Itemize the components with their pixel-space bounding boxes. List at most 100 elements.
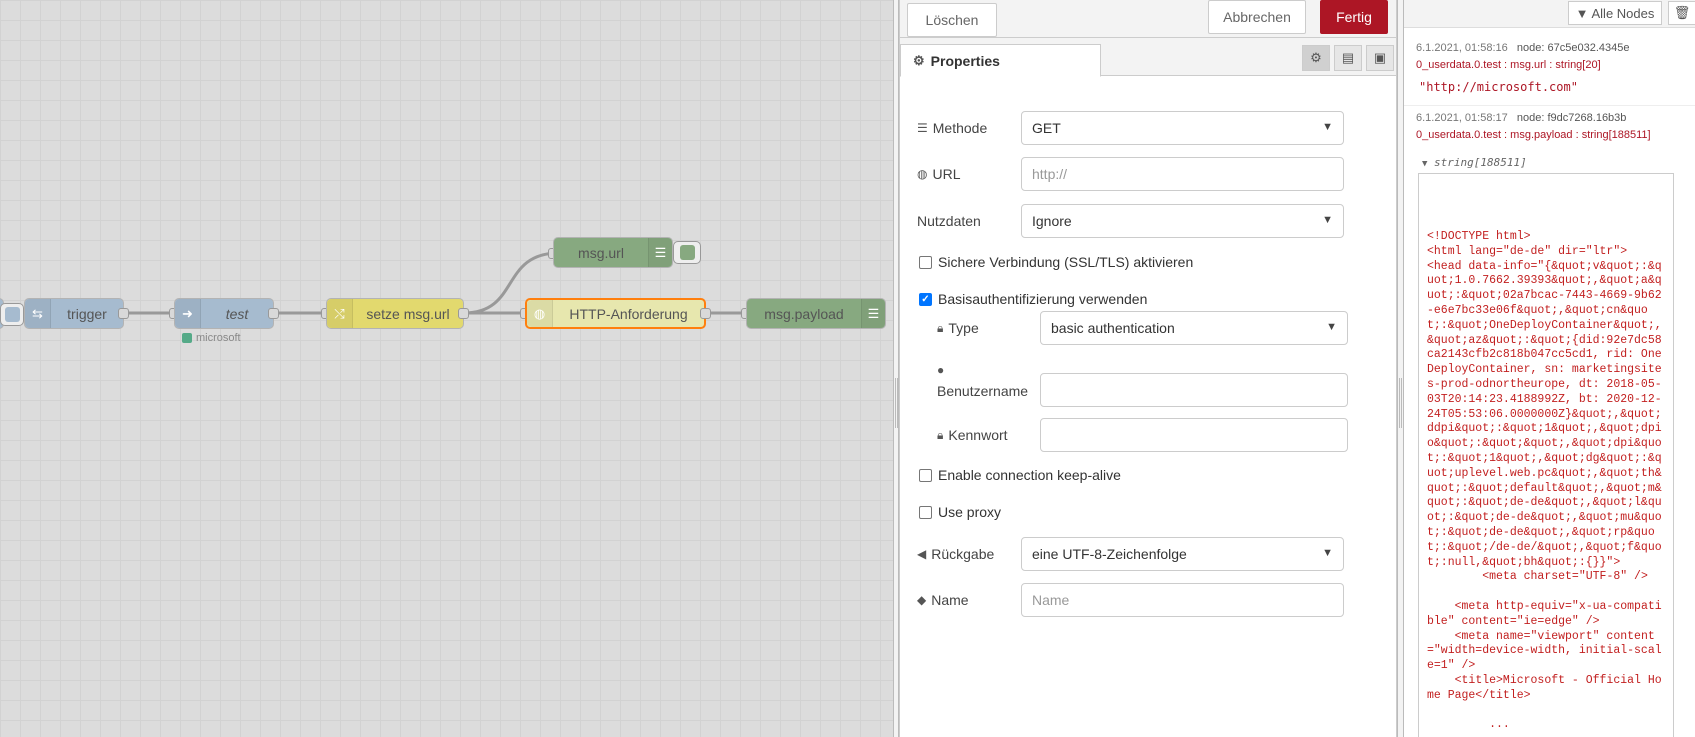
gear-icon: ⚙ (913, 52, 925, 68)
node-setze[interactable]: ⤭ setze msg.url (326, 298, 464, 329)
debug-sidebar: ▼ Alle Nodes 🗑︎ 6.1.2021, 01:58:16 node:… (1404, 0, 1695, 737)
node-payload-label: msg.payload (764, 305, 844, 322)
method-select[interactable]: GET ▼ (1021, 111, 1344, 145)
done-button[interactable]: Fertig (1320, 0, 1388, 34)
shuffle-icon: ⤭ (327, 299, 353, 328)
node-msgurl[interactable]: msg.url ☰ (553, 237, 673, 268)
user-icon: ● (937, 363, 945, 377)
status-dot-icon (182, 333, 192, 343)
keepalive-checkbox-row[interactable]: Enable connection keep-alive (919, 467, 1121, 483)
node-http-label: HTTP-Anforderung (569, 305, 688, 322)
debug-toolbar: ▼ Alle Nodes 🗑︎ (1404, 0, 1695, 28)
url-input[interactable]: http:// (1021, 157, 1344, 191)
payload-label: Nutzdaten (917, 213, 981, 229)
tasks-icon: ☰ (917, 121, 928, 135)
debug-message-meta: 6.1.2021, 01:58:17 node: f9dc7268.16b3b (1416, 112, 1627, 124)
frame-icon: ▣ (1373, 50, 1387, 65)
node-trigger-label: trigger (67, 305, 107, 322)
node-payload[interactable]: msg.payload ☰ (746, 298, 886, 329)
splitter-grip[interactable] (1399, 378, 1402, 428)
proxy-checkbox[interactable] (919, 505, 932, 519)
tag-icon: ◆ (917, 593, 927, 607)
filter-icon: ▼ (1575, 5, 1589, 21)
tab-appearance-icon[interactable]: ▣ (1366, 45, 1394, 71)
gear-icon: ⚙ (1310, 50, 1322, 65)
node-msgurl-toggle[interactable] (673, 241, 701, 264)
pass-label: 🔒︎ Kennwort (937, 427, 1008, 443)
node-http[interactable]: ◍ HTTP-Anforderung (525, 298, 706, 329)
method-row: ☰ Methode GET ▼ (917, 111, 1344, 145)
user-secret-icon: 🔒︎ (937, 320, 944, 335)
node-trigger-output[interactable] (118, 308, 129, 319)
node-setze-output[interactable] (458, 308, 469, 319)
tab-properties-label: Properties (930, 52, 1000, 69)
tab-properties[interactable]: ⚙ Properties (900, 44, 1101, 77)
tray-sidebar-splitter[interactable] (1397, 0, 1404, 737)
node-test[interactable]: ➜ test (174, 298, 274, 329)
debug-message-value: "http://microsoft.com" (1419, 80, 1578, 94)
debug-message-1[interactable]: 6.1.2021, 01:58:16 node: 67c5e032.4345e … (1416, 42, 1695, 94)
clear-debug-button[interactable]: 🗑︎ (1668, 1, 1695, 25)
flow-wires (123, 251, 750, 315)
type-label: 🔒︎ Type (937, 320, 979, 336)
debug-message-2[interactable]: 6.1.2021, 01:58:17 node: f9dc7268.16b3b … (1416, 112, 1695, 141)
ssl-checkbox[interactable] (919, 255, 932, 269)
auth-checkbox[interactable]: ✓ (919, 292, 932, 306)
node-trigger[interactable]: ⇆ trigger (24, 298, 124, 329)
delete-button[interactable]: Löschen (907, 3, 997, 37)
arrow-right-icon: ➜ (175, 299, 201, 328)
splitter-grip[interactable] (895, 378, 898, 428)
keepalive-checkbox[interactable] (919, 468, 932, 482)
canvas-tray-splitter[interactable] (893, 0, 899, 737)
return-select[interactable]: eine UTF-8-Zeichenfolge ▼ (1021, 537, 1344, 571)
node-test-label: test (225, 305, 249, 322)
url-label: ◍ URL (917, 166, 961, 182)
username-input[interactable] (1040, 373, 1348, 407)
auth-checkbox-row[interactable]: ✓ Basisauthentifizierung verwenden (919, 291, 1147, 307)
node-http-output[interactable] (700, 308, 711, 319)
pass-row: 🔒︎ Kennwort (937, 418, 1348, 452)
return-label: ◀ Rückgabe (917, 546, 995, 562)
node-test-status: microsoft (182, 332, 241, 344)
name-label: ◆ Name (917, 592, 969, 608)
cancel-button[interactable]: Abbrechen (1208, 0, 1306, 34)
auth-type-select[interactable]: basic authentication ▼ (1040, 311, 1348, 345)
debug-message-meta: 6.1.2021, 01:58:16 node: 67c5e032.4345e (1416, 42, 1630, 54)
wire-setze-msgurl (463, 251, 560, 315)
user-label: ● Benutzername (937, 363, 1029, 399)
proxy-checkbox-row[interactable]: Use proxy (919, 504, 1001, 520)
node-setze-label: setze msg.url (366, 305, 450, 322)
node-test-status-text: microsoft (196, 332, 241, 344)
type-row: 🔒︎ Type basic authentication ▼ (937, 311, 1348, 345)
list-icon: ☰ (648, 238, 672, 267)
globe-icon: ◍ (917, 167, 928, 181)
file-icon: ▤ (1341, 50, 1355, 65)
debug-tree-toggle[interactable]: ▼ string[188511] (1422, 156, 1527, 169)
method-label: ☰ Methode (917, 120, 988, 136)
tab-settings-icon[interactable]: ⚙ (1302, 45, 1330, 71)
debug-divider (1404, 105, 1695, 106)
list-icon: ☰ (861, 299, 885, 328)
node-test-output[interactable] (268, 308, 279, 319)
debug-message-topic: 0_userdata.0.test : msg.payload : string… (1416, 129, 1651, 141)
name-row: ◆ Name Name (917, 583, 1344, 617)
debug-string-content: <!DOCTYPE html> <html lang="de-de" dir="… (1418, 173, 1674, 737)
node-msgurl-label: msg.url (578, 244, 624, 261)
lock-icon: 🔒︎ (937, 427, 944, 442)
chevron-down-icon: ▼ (1322, 214, 1333, 226)
password-input[interactable] (1040, 418, 1348, 452)
chevron-down-icon: ▼ (1322, 121, 1333, 133)
node-offscreen-button[interactable] (0, 303, 24, 326)
caret-down-icon: ▼ (1422, 159, 1428, 169)
tray-toolbar: Löschen Abbrechen Fertig (900, 0, 1396, 38)
debug-message-topic: 0_userdata.0.test : msg.url : string[20] (1416, 59, 1601, 71)
ssl-checkbox-row[interactable]: Sichere Verbindung (SSL/TLS) aktivieren (919, 254, 1193, 270)
arrow-left-icon: ◀ (917, 547, 927, 561)
tab-description-icon[interactable]: ▤ (1334, 45, 1362, 71)
payload-select[interactable]: Ignore ▼ (1021, 204, 1344, 238)
name-input[interactable]: Name (1021, 583, 1344, 617)
flow-canvas[interactable]: ⇆ trigger ➜ test microsoft ⤭ setze msg.u… (0, 0, 893, 737)
filter-nodes-button[interactable]: ▼ Alle Nodes (1568, 1, 1662, 25)
edit-tray: Löschen Abbrechen Fertig ⚙ Properties ⚙ … (899, 0, 1397, 737)
trash-icon: 🗑︎ (1673, 5, 1691, 20)
